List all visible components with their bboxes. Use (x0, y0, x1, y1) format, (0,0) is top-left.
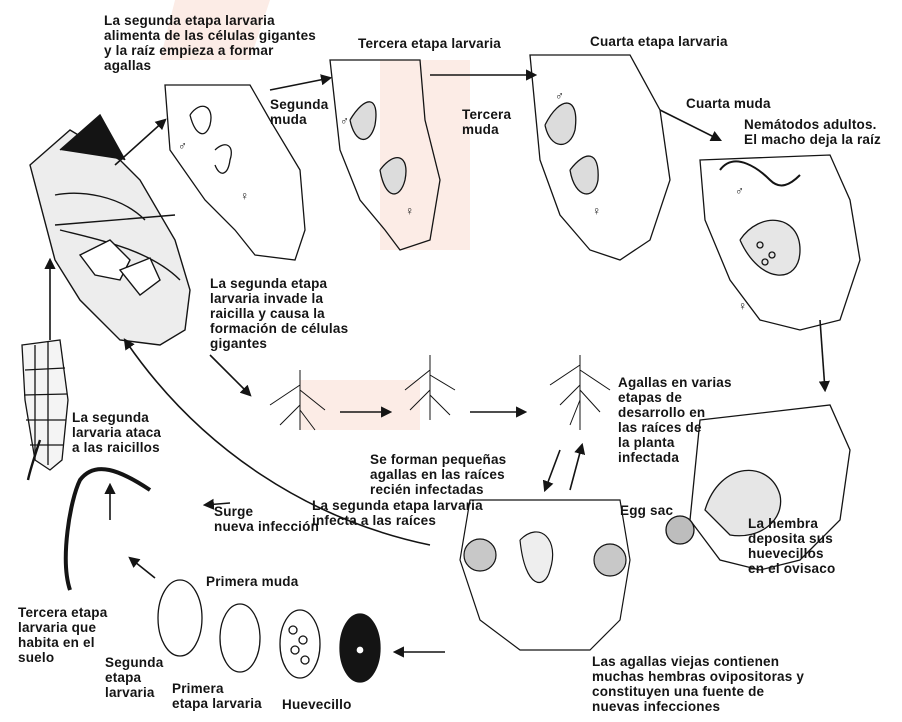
label-galls-development: Agallas en varias etapas de desarrollo e… (618, 375, 732, 465)
label-third-stage: Tercera etapa larvaria (358, 36, 501, 51)
label-female-deposits: La hembra deposita sus huevecillos en el… (748, 516, 835, 576)
label-old-galls: Las agallas viejas contienen muchas hemb… (592, 654, 804, 714)
juvenile-worm (66, 469, 150, 590)
label-adults: Nemátodos adultos. El macho deja la raíz (744, 117, 881, 147)
label-third-stage-soil: Tercera etapa larvaria que habita en el … (18, 605, 107, 665)
egg-sequence (158, 580, 380, 682)
label-invade-root: La segunda etapa larvaria invade la raic… (210, 276, 348, 351)
label-small-galls: Se forman pequeñas agallas en las raíces… (370, 452, 506, 497)
label-egg: Huevecillo (282, 697, 352, 712)
root-section-adults: ♂ ♀ (700, 155, 860, 330)
female-symbol: ♀ (592, 204, 601, 218)
label-first-molt: Primera muda (206, 574, 298, 589)
female-symbol: ♀ (405, 204, 414, 218)
male-symbol: ♂ (555, 89, 564, 103)
female-symbol: ♀ (240, 189, 249, 203)
male-symbol: ♂ (178, 139, 187, 153)
label-attacks-rootlets: La segunda larvaria ataca a las raicillo… (72, 410, 161, 455)
egg-first-molt (220, 604, 260, 672)
male-symbol: ♂ (735, 184, 744, 198)
label-egg-sac: Egg sac (620, 503, 673, 518)
female-symbol: ♀ (738, 299, 747, 313)
label-fourth-stage: Cuarta etapa larvaria (590, 34, 728, 49)
egg-first-stage (280, 610, 320, 678)
root-with-juvenile (22, 340, 68, 480)
root-section-fourth-stage: ♂ ♀ (530, 55, 670, 260)
egg-second-stage (158, 580, 202, 656)
label-third-molt: Tercera muda (462, 107, 511, 137)
label-infects-roots: La segunda etapa larvaria infecta a las … (312, 498, 483, 528)
label-first-stage: Primera etapa larvaria (172, 681, 262, 711)
label-second-stage-feeds: La segunda etapa larvaria alimenta de la… (104, 13, 316, 73)
old-galls (460, 500, 630, 650)
label-second-stage: Segunda etapa larvaria (105, 655, 163, 700)
male-symbol: ♂ (340, 114, 349, 128)
label-fourth-molt: Cuarta muda (686, 96, 771, 111)
label-second-molt: Segunda muda (270, 97, 328, 127)
root-tip-giant-cells (30, 115, 190, 345)
label-new-infection: Surge nueva infección (214, 504, 319, 534)
